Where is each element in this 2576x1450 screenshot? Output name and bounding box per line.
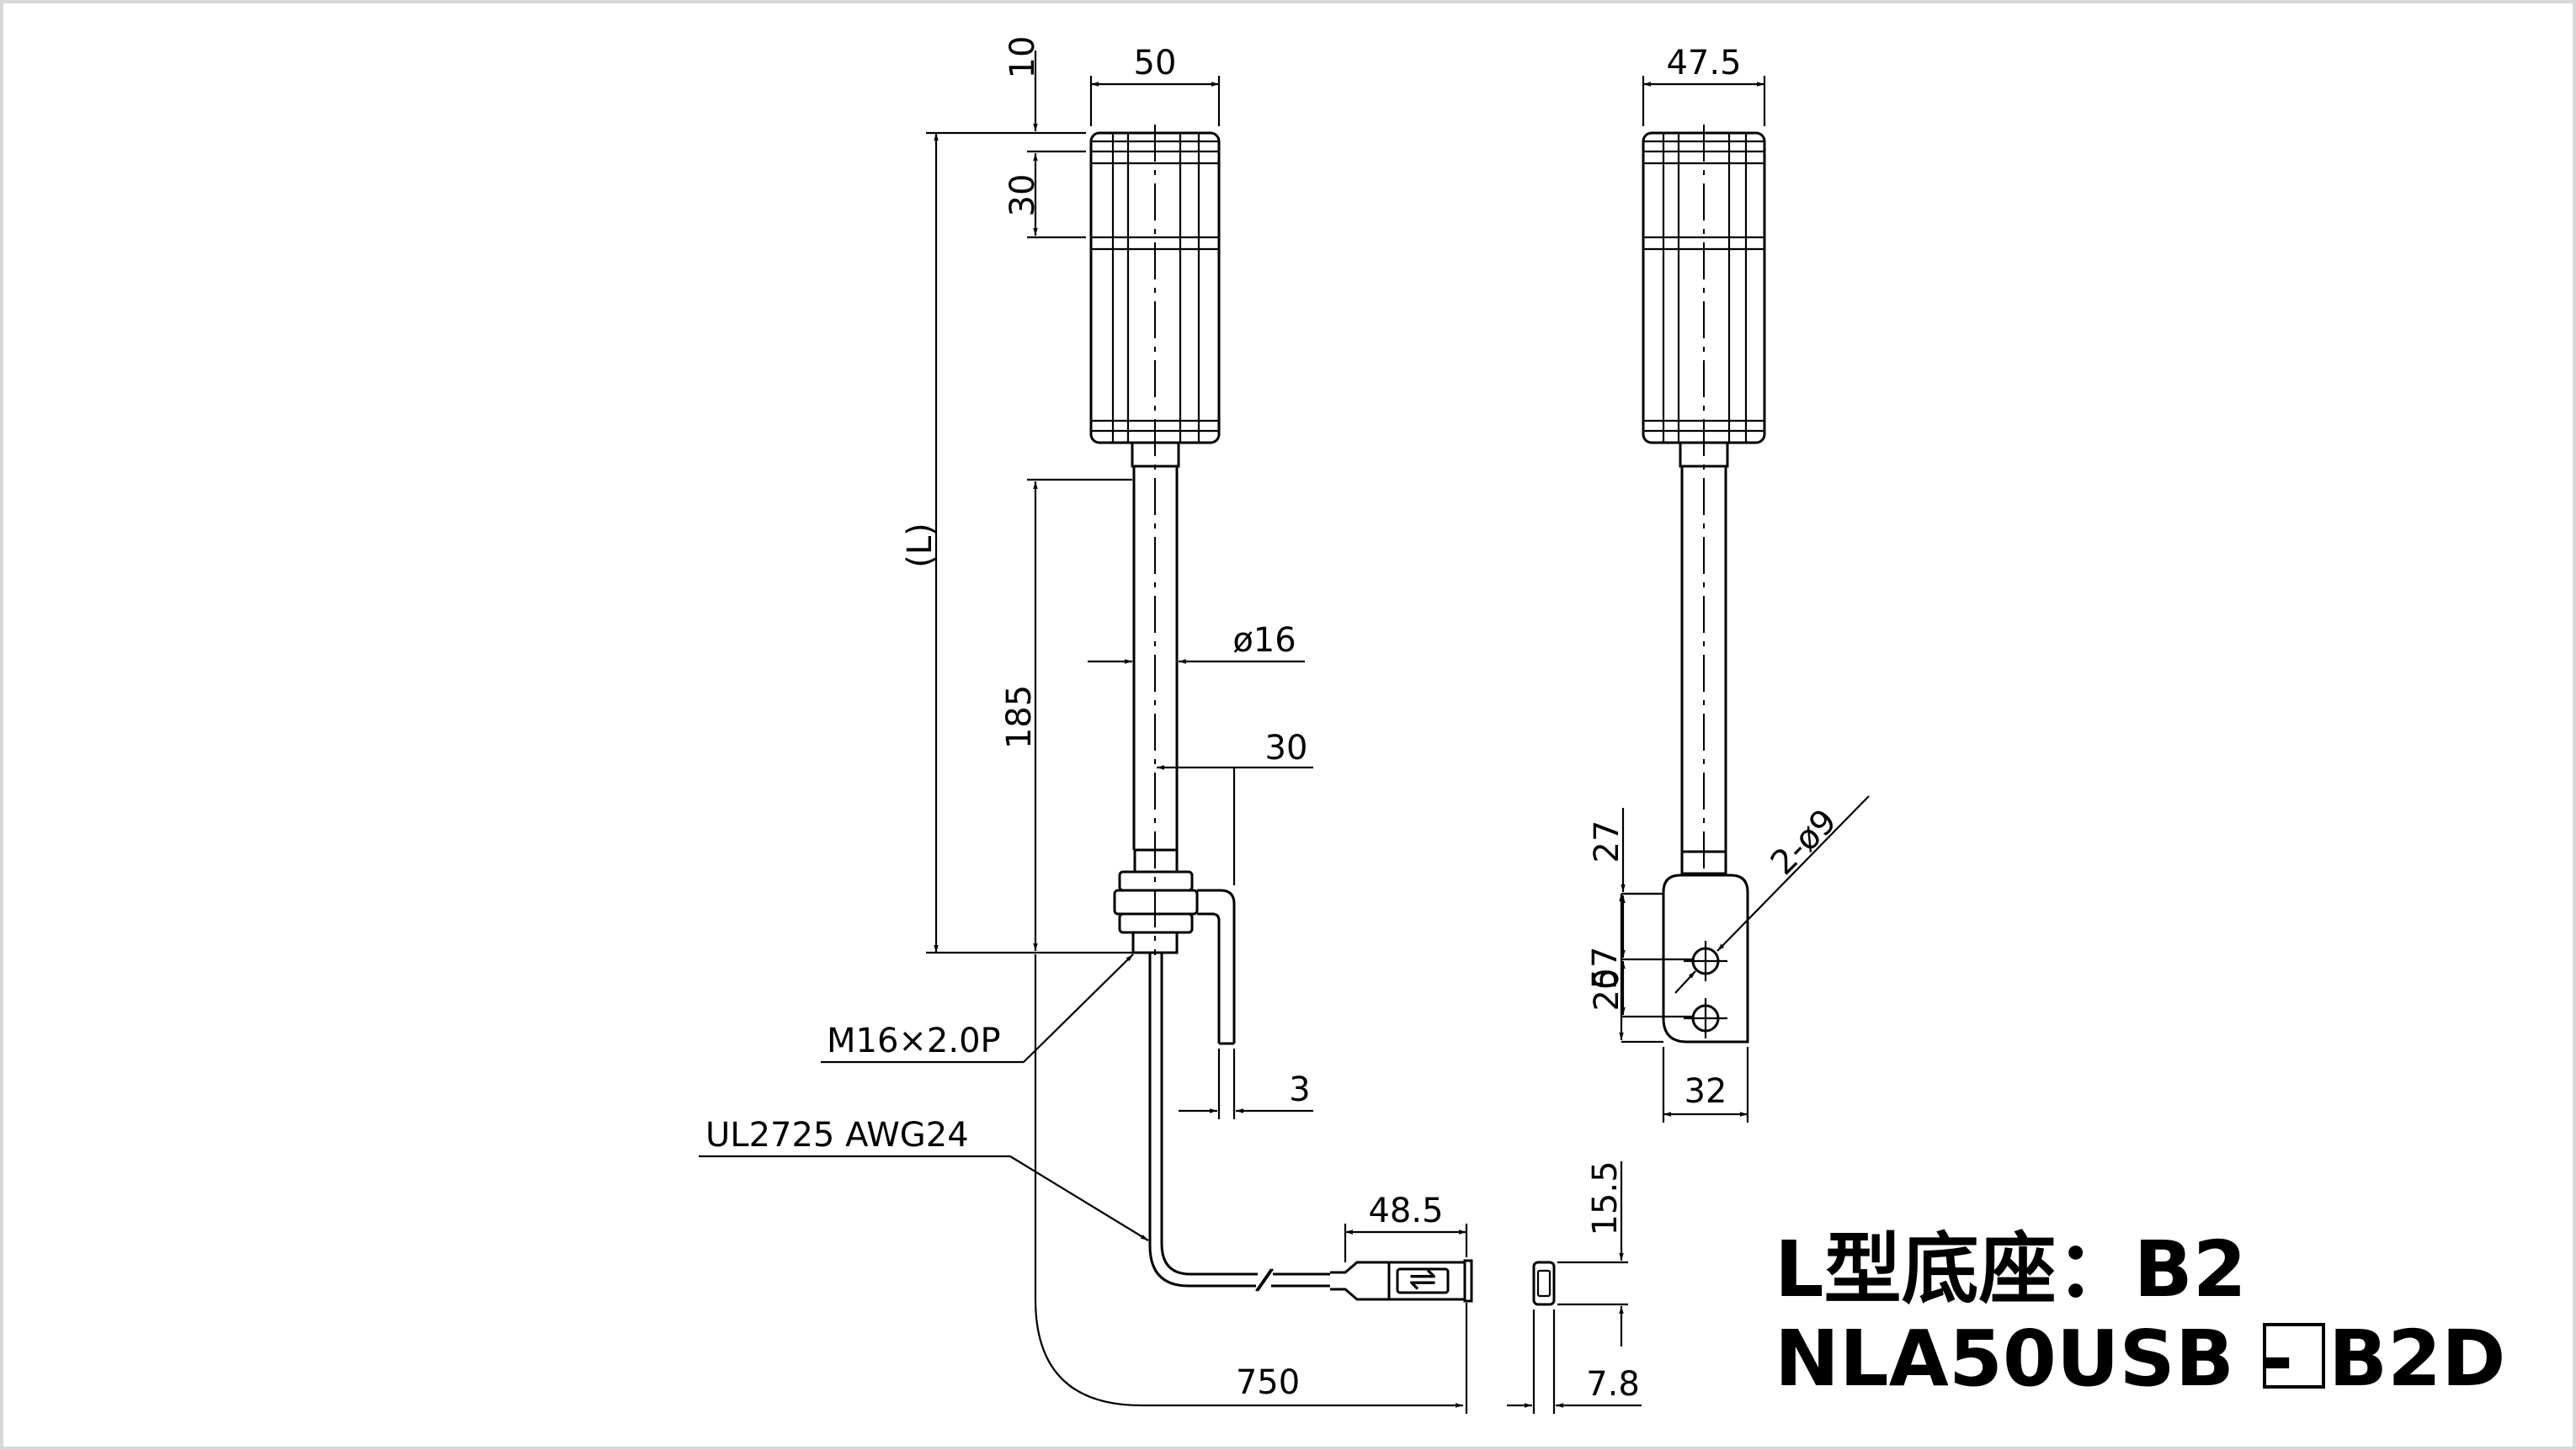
dim-27: 27	[1588, 821, 1626, 863]
front-view-dimensions: 50 10 30 (L) 185 ø16 30 3 M16×2.0	[699, 36, 1468, 1414]
dim-L: (L)	[901, 523, 939, 568]
dim-30-top: 30	[1003, 174, 1042, 217]
title-line-2-suffix: B2D	[2329, 1314, 2506, 1404]
dim-10: 10	[1003, 36, 1042, 79]
label-cable: UL2725 AWG24	[705, 1116, 969, 1155]
dim-57: 57	[1586, 947, 1625, 990]
dim-185: 185	[1000, 685, 1039, 749]
front-view: ⇌	[1089, 125, 1473, 1303]
dim-750: 750	[1236, 1363, 1300, 1402]
svg-text:⇌: ⇌	[1408, 1260, 1437, 1299]
dim-50: 50	[1134, 44, 1177, 82]
title-line-1: L型底座：B2	[1775, 1224, 2247, 1315]
usb-end-view: 15.5 7.8	[1507, 1161, 1642, 1414]
dim-15-5: 15.5	[1586, 1161, 1625, 1235]
dim-phi16: ø16	[1232, 621, 1296, 660]
dim-47-5: 47.5	[1666, 44, 1741, 82]
title-block: L型底座：B2 NLA50USB - B2D	[1775, 1224, 2506, 1404]
side-view	[1642, 125, 1766, 1044]
placeholder-box	[2263, 1323, 2325, 1389]
title-line-2-prefix: NLA50USB -	[1775, 1314, 2293, 1404]
dim-30-side: 30	[1265, 729, 1308, 767]
label-thread: M16×2.0P	[827, 1022, 1001, 1060]
dim-3: 3	[1289, 1070, 1310, 1109]
label-hole: 2-ø9	[1764, 802, 1844, 883]
dim-7-8: 7.8	[1586, 1365, 1640, 1404]
dim-20: 20	[1588, 969, 1626, 1012]
dim-48-5: 48.5	[1368, 1192, 1443, 1230]
dim-32: 32	[1685, 1072, 1727, 1111]
